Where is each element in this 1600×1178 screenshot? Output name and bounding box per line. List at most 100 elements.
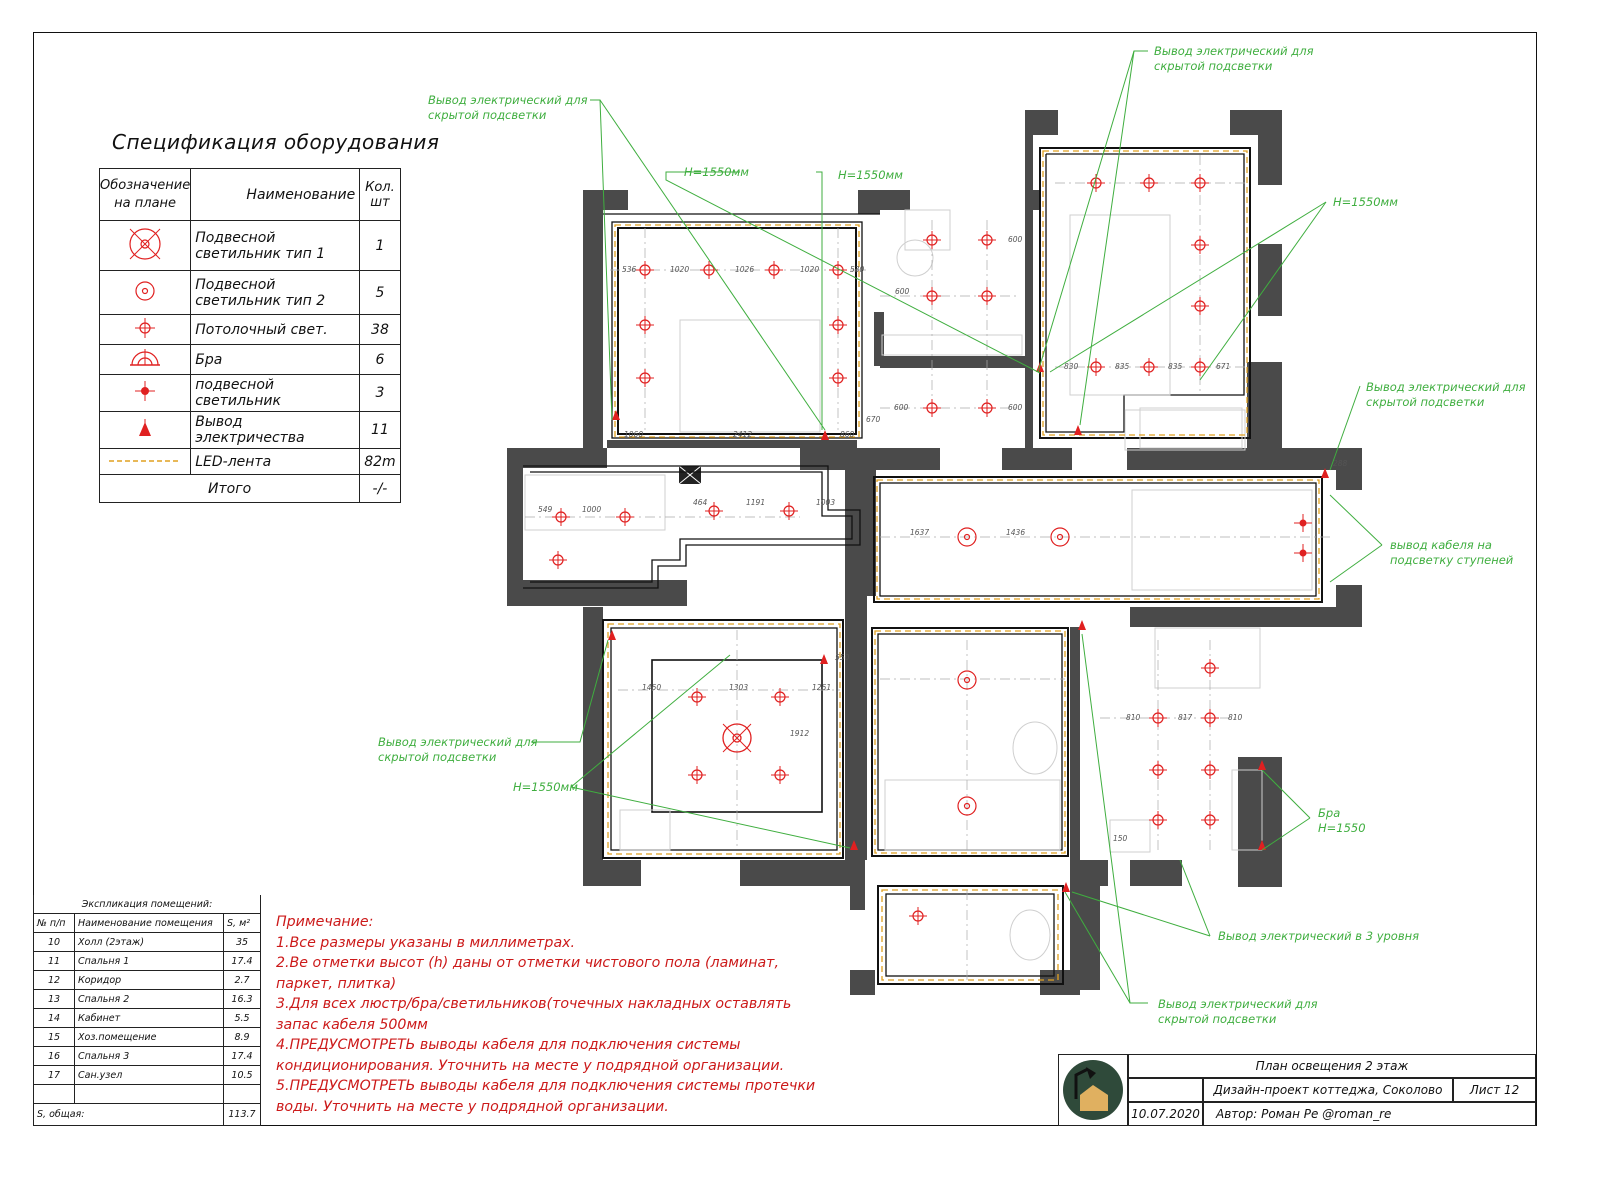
explication-no: 13 <box>33 989 75 1009</box>
explication-room <box>74 1084 224 1104</box>
explication-total-label: S, общая: <box>33 1103 224 1126</box>
callout-3-level-outlet: Вывод электрический в 3 уровня <box>1218 929 1420 943</box>
notes-title: Примечание: <box>276 914 374 930</box>
lamp-logo-icon <box>1063 1060 1123 1120</box>
svg-text:600: 600 <box>894 403 909 412</box>
project-name: Дизайн-проект коттеджа, Соколово <box>1203 1078 1453 1102</box>
svg-text:860: 860 <box>840 430 855 439</box>
explication-total-value: 113.7 <box>223 1103 261 1126</box>
explication-area: 17.4 <box>223 1046 261 1066</box>
svg-text:1191: 1191 <box>746 498 765 507</box>
title-block: План освещения 2 этаж Дизайн-проект котт… <box>1058 1054 1536 1126</box>
spec-name: Вывод электричества <box>190 411 361 449</box>
svg-text:600: 600 <box>895 287 910 296</box>
spec-qty: 82m <box>359 448 401 475</box>
height-label: H=1550мм <box>513 780 578 794</box>
explication-room: Сан.узел <box>74 1065 224 1085</box>
note-item: 3.Для всех люстр/бра/светильников(точечн… <box>276 996 796 1033</box>
explication-no: 15 <box>33 1027 75 1047</box>
spec-title: Спецификация оборудования <box>112 130 440 154</box>
spec-qty: 11 <box>359 411 401 449</box>
svg-text:1261: 1261 <box>812 683 831 692</box>
note-item: 1.Все размеры указаны в миллиметрах. <box>276 934 576 951</box>
explication-room: Спальня 3 <box>74 1046 224 1066</box>
explication-area: 16.3 <box>223 989 261 1009</box>
svg-text:1436: 1436 <box>1006 528 1025 537</box>
explication-area: 5.5 <box>223 1008 261 1028</box>
svg-text:810: 810 <box>1126 713 1141 722</box>
spec-total-value: -/- <box>359 474 401 503</box>
svg-text:600: 600 <box>1008 235 1023 244</box>
small-pendants <box>1293 513 1313 563</box>
svg-text:549: 549 <box>538 505 553 514</box>
svg-text:288: 288 <box>1333 459 1348 468</box>
drawing-sheet-frame <box>33 32 1537 1126</box>
drawing-date: 10.07.2020 <box>1128 1102 1203 1126</box>
explication-area: 17.4 <box>223 951 261 971</box>
explication-room: Коридор <box>74 970 224 990</box>
callout-hidden-light-4: Вывод электрический для скрытой подсветк… <box>378 735 538 764</box>
svg-text:835: 835 <box>1168 362 1183 371</box>
explication-room: Спальня 1 <box>74 951 224 971</box>
callout-sconce: Бра H=1550 <box>1318 806 1366 835</box>
svg-text:464: 464 <box>693 498 708 507</box>
spec-name: Бра <box>190 344 361 375</box>
author: Автор: Роман Ре @roman_re <box>1203 1102 1536 1126</box>
explication-no: 11 <box>33 951 75 971</box>
svg-text:1303: 1303 <box>729 683 748 692</box>
spec-qty: 6 <box>359 344 401 375</box>
explication-table: Экспликация помещений: № п/п Наименовани… <box>33 895 261 1126</box>
explication-room: Хоз.помещение <box>74 1027 224 1047</box>
explication-room: Холл (2этаж) <box>74 932 224 952</box>
spec-name: подвесной светильник <box>190 374 361 412</box>
explication-header-name: Наименование помещения <box>74 913 224 933</box>
explication-room: Кабинет <box>74 1008 224 1028</box>
svg-text:810: 810 <box>1228 713 1243 722</box>
svg-text:530: 530 <box>850 265 865 274</box>
svg-text:1912: 1912 <box>790 729 809 738</box>
svg-text:817: 817 <box>1178 713 1193 722</box>
tb-empty-cell <box>1128 1078 1203 1102</box>
drawing-title: План освещения 2 этаж <box>1128 1054 1536 1078</box>
height-label: H=1550мм <box>838 168 903 182</box>
svg-text:830: 830 <box>1064 362 1079 371</box>
height-label: H=1550мм <box>684 165 749 179</box>
walls <box>507 110 1362 995</box>
sconce-icon <box>98 344 192 375</box>
explication-area: 10.5 <box>223 1065 261 1085</box>
spec-name: Подвесной светильник тип 1 <box>190 220 361 271</box>
svg-text:1026: 1026 <box>735 265 754 274</box>
spec-name: LED-лента <box>190 448 361 475</box>
explication-room: Спальня 2 <box>74 989 224 1009</box>
height-label: H=1550мм <box>1333 195 1398 209</box>
explication-no: 10 <box>33 932 75 952</box>
svg-text:1637: 1637 <box>910 528 929 537</box>
spec-header-qty: Кол. шт <box>359 168 401 221</box>
callout-hidden-light-5: Вывод электрический для скрытой подсветк… <box>1158 997 1318 1026</box>
explication-header-area: S, м² <box>223 913 261 933</box>
spec-name: Подвесной светильник тип 2 <box>190 270 361 315</box>
explication-area <box>223 1084 261 1104</box>
pendant-type1-icon <box>98 220 192 271</box>
explication-area: 2.7 <box>223 970 261 990</box>
explication-area: 35 <box>223 932 261 952</box>
sheet-number: Лист 12 <box>1453 1078 1536 1102</box>
pendant-type2-icon <box>98 270 192 315</box>
callout-stairs-cable: вывод кабеля на подсветку ступеней <box>1390 538 1514 567</box>
svg-text:1020: 1020 <box>800 265 819 274</box>
note-item: 4.ПРЕДУСМОТРЕТЬ выводы кабеля для подклю… <box>276 1037 785 1074</box>
svg-text:536: 536 <box>622 265 637 274</box>
svg-text:550: 550 <box>835 653 850 662</box>
explication-no: 16 <box>33 1046 75 1066</box>
notes-block: Примечание: 1.Все размеры указаны в милл… <box>276 912 816 1117</box>
ceiling-light-icon <box>98 314 192 345</box>
spec-qty: 3 <box>359 374 401 412</box>
explication-no: 14 <box>33 1008 75 1028</box>
svg-text:2412: 2412 <box>733 430 752 439</box>
spec-qty: 38 <box>359 314 401 345</box>
spec-header-name: Наименование <box>190 168 361 221</box>
callout-hidden-light-3: Вывод электрический для скрытой подсветк… <box>1366 380 1526 409</box>
spec-qty: 1 <box>359 220 401 271</box>
callout-hidden-light-1: Вывод электрический для скрытой подсветк… <box>1154 44 1314 73</box>
svg-text:835: 835 <box>1115 362 1130 371</box>
